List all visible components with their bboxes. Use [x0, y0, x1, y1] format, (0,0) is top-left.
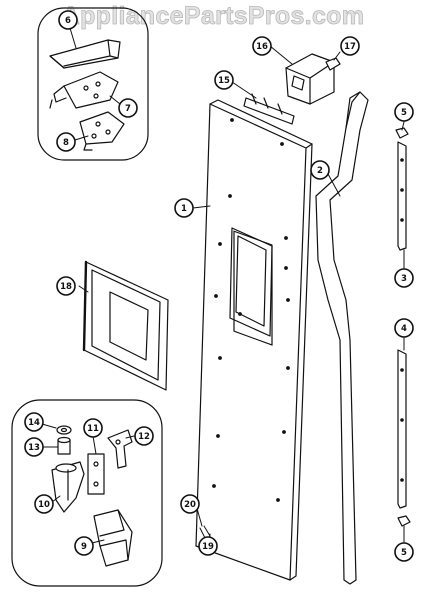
callout-16: 16 [252, 36, 272, 56]
svg-text:19: 19 [202, 542, 214, 552]
bushing-part [57, 436, 71, 455]
hinge-cover-bottom-part [93, 509, 133, 567]
svg-text:10: 10 [38, 500, 50, 510]
svg-text:6: 6 [65, 16, 71, 26]
svg-text:3: 3 [401, 274, 407, 284]
svg-text:15: 15 [218, 76, 230, 86]
callout-11: 11 [83, 418, 103, 438]
callout-7: 7 [118, 98, 138, 118]
clip-part [325, 57, 341, 71]
callout-17: 17 [340, 36, 360, 56]
upper-trim-part [397, 141, 407, 251]
callout-3: 3 [394, 268, 414, 288]
dispenser-panel-part [82, 260, 169, 391]
callout-5-bottom: 5 [394, 542, 414, 562]
lower-trim-part [397, 349, 407, 509]
svg-text:1: 1 [181, 204, 187, 214]
svg-text:13: 13 [28, 443, 40, 453]
callout-5-top: 5 [394, 102, 414, 122]
callout-19: 19 [198, 536, 218, 556]
callout-8: 8 [56, 132, 76, 152]
washer-part [56, 425, 72, 435]
callout-4: 4 [394, 318, 414, 338]
callout-9: 9 [74, 536, 94, 556]
svg-text:17: 17 [344, 42, 356, 52]
callout-1: 1 [174, 198, 194, 218]
dispenser-parts-inset [11, 399, 163, 587]
callout-6: 6 [58, 10, 78, 30]
svg-text:20: 20 [184, 500, 196, 510]
callout-13: 13 [24, 437, 44, 457]
svg-text:11: 11 [87, 424, 99, 434]
callout-14: 14 [24, 412, 44, 432]
svg-text:16: 16 [256, 42, 268, 52]
svg-text:8: 8 [63, 138, 69, 148]
lower-hinge-bracket-part [51, 461, 85, 513]
leader-lines [41, 27, 405, 549]
svg-text:14: 14 [28, 418, 40, 428]
svg-text:12: 12 [138, 432, 150, 442]
svg-text:7: 7 [125, 104, 131, 114]
door-handle-part [315, 91, 369, 585]
hinge-parts-inset [37, 7, 149, 161]
site-watermark: AppliancePartsPros.com [61, 2, 365, 31]
svg-text:9: 9 [81, 542, 87, 552]
callout-2: 2 [310, 160, 330, 180]
svg-text:5: 5 [401, 108, 407, 118]
handle-housing-part [285, 53, 335, 105]
callout-12: 12 [134, 426, 154, 446]
callout-15: 15 [214, 70, 234, 90]
angle-bracket-part [107, 429, 133, 469]
callout-10: 10 [34, 494, 54, 514]
door-panel-part [195, 99, 313, 581]
top-bracket-part [243, 93, 295, 125]
end-cap-bottom-part [397, 515, 411, 527]
hinge-cover-part [49, 39, 121, 69]
shim-plate-part [87, 453, 105, 495]
svg-text:2: 2 [317, 166, 323, 176]
svg-text:5: 5 [401, 548, 407, 558]
callout-18: 18 [56, 276, 76, 296]
top-hinge-part [49, 71, 119, 109]
callout-20: 20 [180, 494, 200, 514]
bottom-hinge-part [79, 111, 125, 151]
end-cap-top-part [395, 127, 409, 139]
svg-text:18: 18 [60, 282, 72, 292]
svg-text:4: 4 [401, 324, 407, 334]
